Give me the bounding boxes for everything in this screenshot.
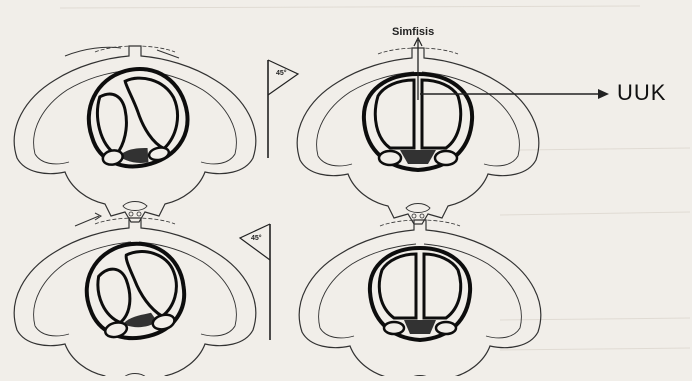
top-left-pelvis: [14, 46, 256, 222]
angle-label-bottom: 45°: [251, 235, 262, 242]
symphysis-label: Simfisis: [392, 26, 434, 38]
angle-label-top: 45°: [276, 70, 287, 77]
bottom-right-pelvis: [299, 220, 541, 376]
uuk-label: UUK: [617, 80, 666, 106]
bottom-left-pelvis: [14, 213, 256, 376]
uuk-arrowhead: [598, 89, 609, 99]
